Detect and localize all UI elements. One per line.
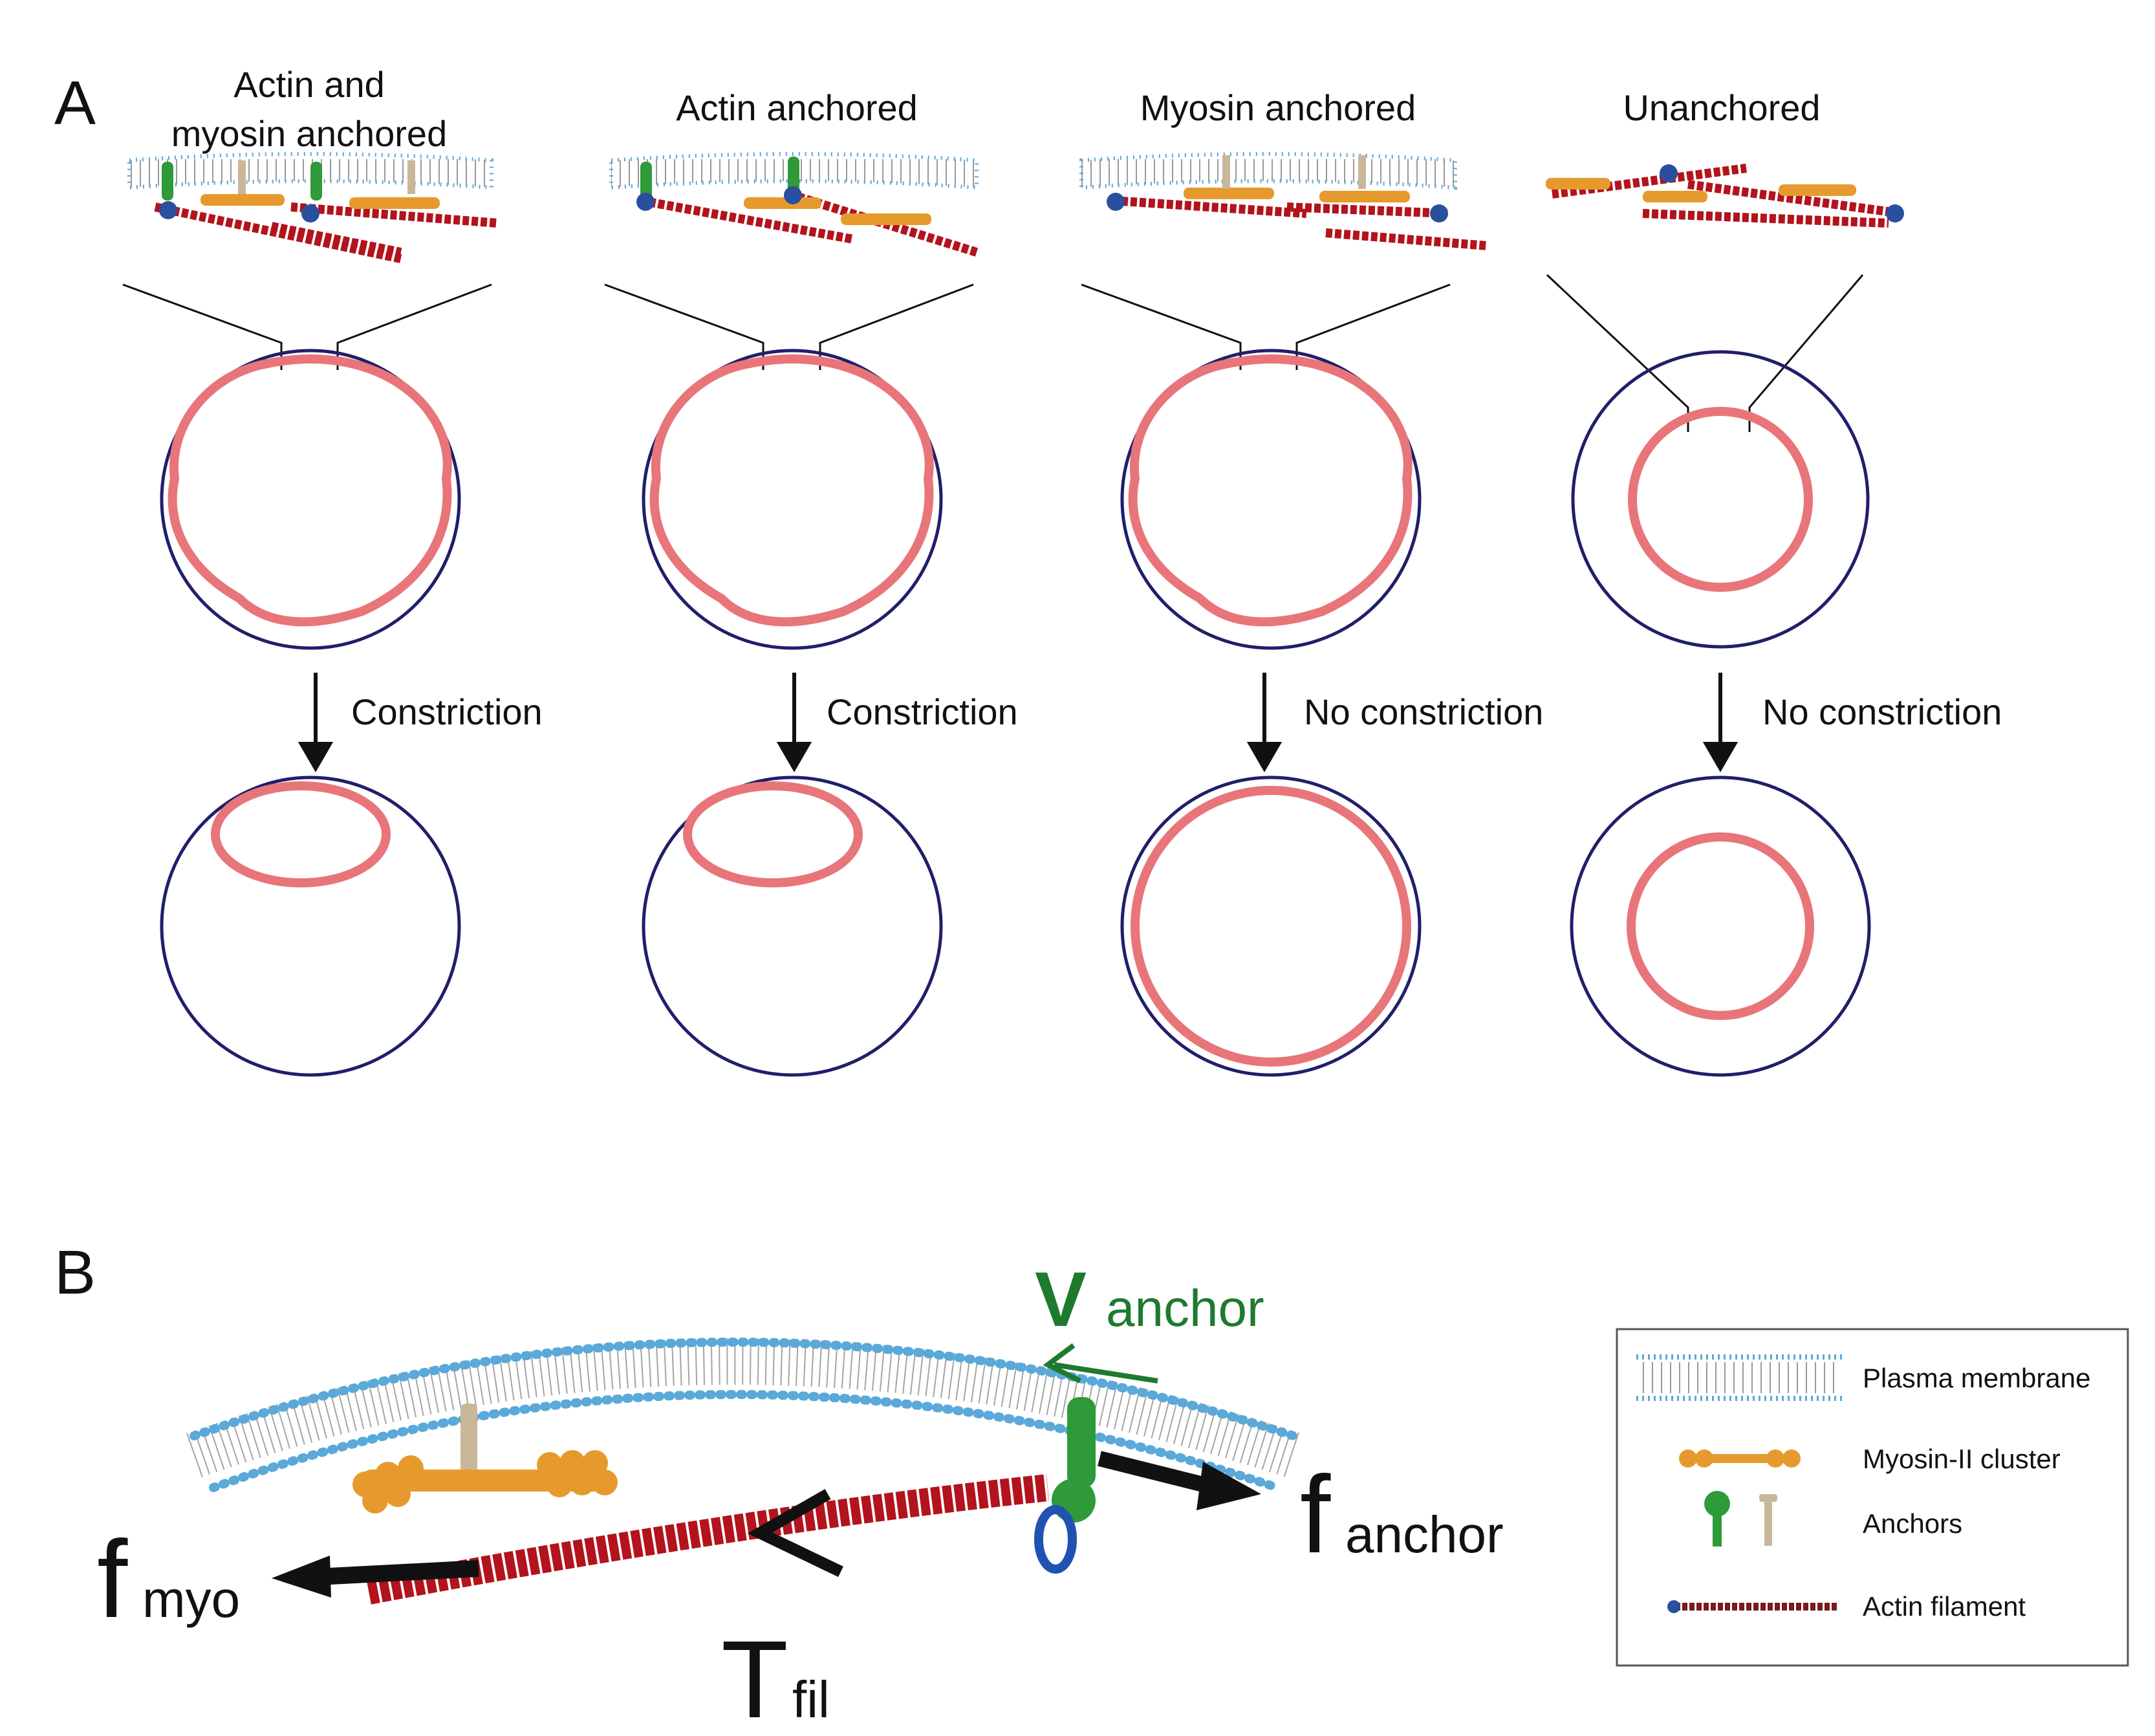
v-anchor-main: V [1035,1256,1087,1343]
membrane-inset-col2 [609,152,979,257]
legend-anchor-swatch [1704,1491,1777,1546]
cell-top-col3 [1120,349,1422,650]
cell-bottom-col4 [1570,776,1871,1077]
membrane-arc [186,1338,1301,1492]
panel-a-letter: A [54,69,96,138]
legend-box: Plasma membrane Myosin-II cluster Anchor… [1616,1328,2129,1667]
cell-bottom-col3 [1120,776,1422,1077]
membrane-inset-col1 [127,152,499,263]
cell-top-col4 [1571,350,1870,649]
legend-label-actin: Actin filament [1863,1591,2026,1622]
zoom-lines [122,274,1864,432]
f-anchor-sub: anchor [1345,1506,1504,1563]
legend-membrane-swatch [1636,1354,1842,1401]
col2-title: Actin anchored [676,87,918,128]
col1-title-line1: Actin and [233,64,385,105]
col3-outcome-label: No constriction [1304,691,1543,732]
f-myo-main: f [97,1518,128,1641]
col1-outcome-label: Constriction [351,691,543,732]
t-fil-sub: fil [792,1671,830,1728]
membrane-inset-col3 [1079,152,1488,250]
col2-outcome-label: Constriction [827,691,1018,732]
col3-title: Myosin anchored [1140,87,1416,128]
cell-bottom-col1 [160,776,461,1077]
panel-b-letter: B [54,1238,96,1307]
f-myo-sub: myo [142,1570,240,1628]
col4-outcome-label: No constriction [1762,691,2002,732]
legend-myosin-swatch [1679,1449,1801,1468]
myosin-cluster [352,1404,618,1514]
cell-top-col1 [160,349,461,650]
legend-actin-swatch [1667,1600,1837,1613]
molecule-inset-col4 [1546,164,1904,228]
t-fil-main: T [721,1618,788,1736]
legend-label-membrane: Plasma membrane [1863,1363,2090,1393]
f-anchor-main: f [1300,1453,1331,1576]
force-arrows [272,1343,1261,1598]
col4-title: Unanchored [1623,87,1820,128]
down-arrows [298,673,1738,772]
legend-label-myosin: Myosin-II cluster [1863,1444,2061,1474]
legend-label-anchors: Anchors [1863,1508,1962,1539]
green-anchor [1034,1397,1096,1574]
v-anchor-sub: anchor [1106,1279,1264,1337]
cell-top-col2 [642,349,943,650]
cell-bottom-col2 [642,776,943,1077]
col1-title-line2: myosin anchored [171,113,447,154]
